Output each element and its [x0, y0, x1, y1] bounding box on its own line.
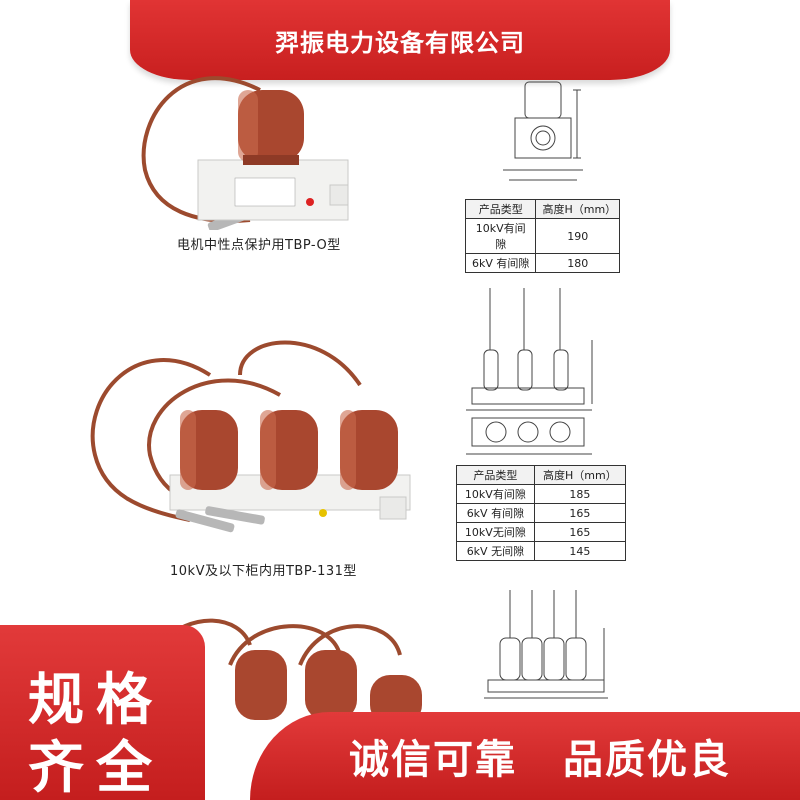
table-header-cell: 高度H（mm） [535, 199, 620, 219]
header-banner: 羿振电力设备有限公司 [130, 0, 670, 80]
table-cell: 180 [535, 253, 620, 273]
slogan-bar: 诚信可靠 品质优良 [250, 712, 800, 800]
table-cell: 165 [533, 522, 627, 542]
table-row: 6kV 有间隙 165 [456, 503, 627, 523]
product-caption-tbp-o: 电机中性点保护用TBP-O型 [177, 238, 341, 253]
promo-line-specs: 规格 [28, 668, 164, 733]
table-header-row: 产品类型 高度H（mm） [464, 199, 620, 219]
table-row: 6kV 有间隙 180 [464, 253, 620, 273]
table-cell: 6kV 无间隙 [456, 541, 535, 561]
table-header-cell: 产品类型 [464, 199, 537, 219]
slogan-integrity: 诚信可靠 [349, 737, 517, 783]
table-header-cell: 产品类型 [456, 465, 535, 485]
spec-table-tbp-o: 产品类型 高度H（mm） 10kV有间隙 190 6kV 有间隙 180 [464, 199, 620, 273]
slogan-quality: 品质优良 [563, 737, 731, 783]
technical-drawing-tbp-o [503, 81, 583, 181]
technical-drawing-tbp-131 [466, 288, 593, 455]
table-cell: 10kV无间隙 [456, 522, 535, 542]
table-cell: 185 [533, 484, 627, 504]
technical-drawing-four-phase [484, 590, 608, 699]
promo-line-complete: 齐全 [28, 736, 164, 800]
table-row: 6kV 无间隙 145 [456, 541, 627, 561]
table-row: 10kV有间隙 185 [456, 484, 627, 504]
table-header-cell: 高度H（mm） [533, 465, 627, 485]
table-cell: 145 [533, 541, 627, 561]
product-image-tbp-131 [90, 340, 411, 533]
table-cell: 165 [533, 503, 627, 523]
table-row: 10kV无间隙 165 [456, 522, 627, 542]
spec-table-tbp-131: 产品类型 高度H（mm） 10kV有间隙 185 6kV 有间隙 165 10k… [456, 465, 627, 561]
product-image-four-phase [158, 618, 422, 720]
table-cell: 6kV 有间隙 [464, 253, 537, 273]
product-caption-tbp-131: 10kV及以下柜内用TBP-131型 [170, 564, 357, 579]
company-title: 羿振电力设备有限公司 [275, 28, 525, 57]
table-cell: 10kV有间隙 [464, 218, 537, 254]
product-image-tbp-o [141, 76, 349, 230]
promo-panel [0, 625, 205, 800]
table-header-row: 产品类型 高度H（mm） [456, 465, 627, 485]
table-cell: 6kV 有间隙 [456, 503, 535, 523]
table-cell: 10kV有间隙 [456, 484, 535, 504]
table-row: 10kV有间隙 190 [464, 218, 620, 254]
table-cell: 190 [535, 218, 620, 254]
